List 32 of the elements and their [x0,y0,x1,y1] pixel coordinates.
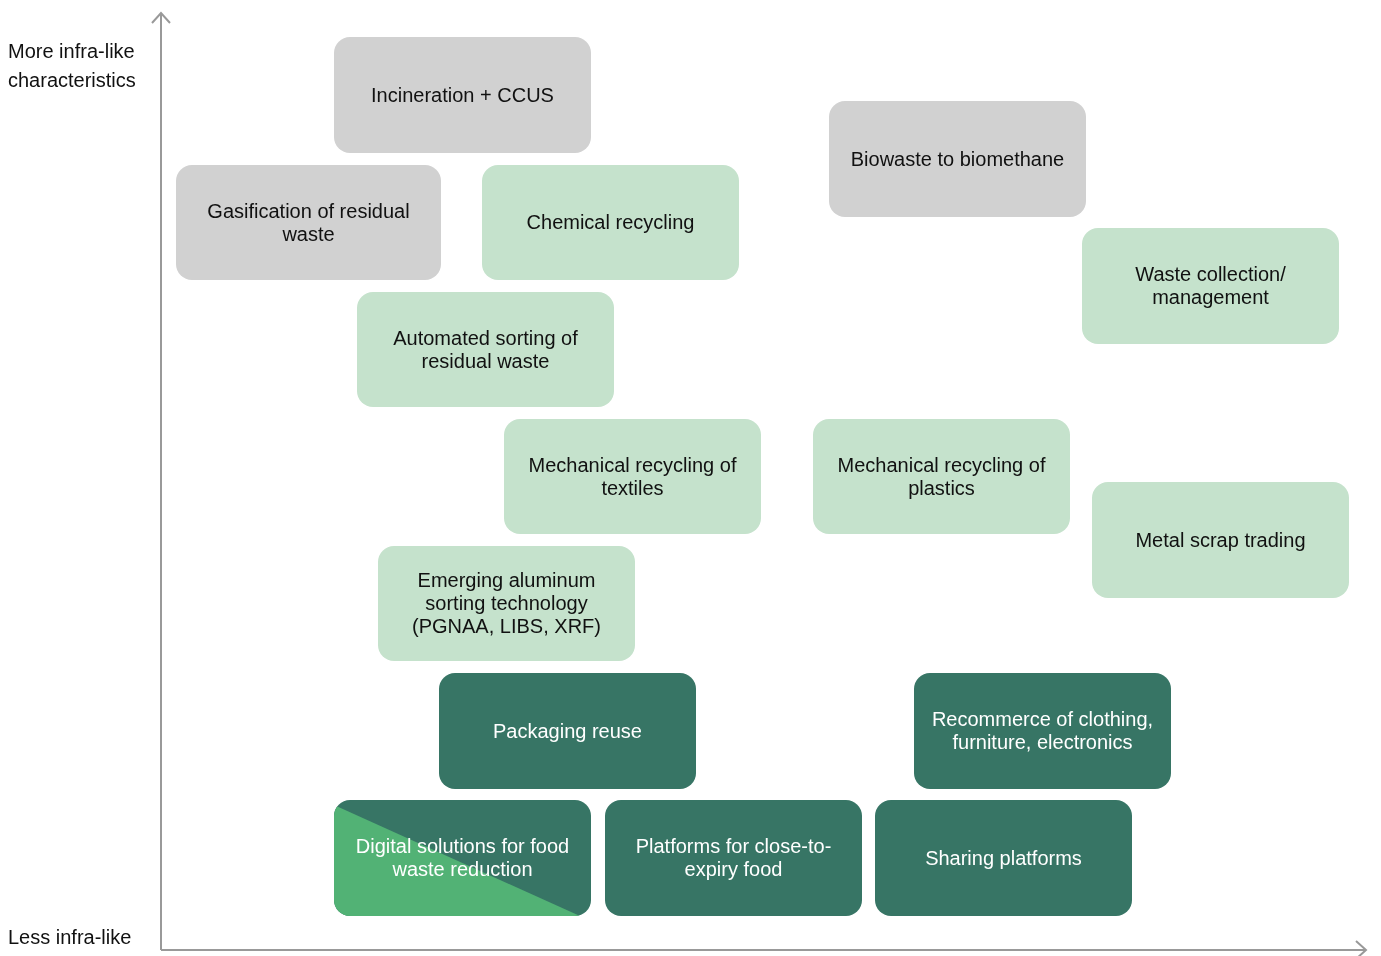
category-label: Mechanical recycling of plastics [836,453,1047,500]
category-box [914,673,1171,789]
category-box [378,546,635,661]
category-label: Waste collection/ management [1134,263,1287,309]
category-label: Gasification of residual waste [206,199,411,246]
category-box [1082,228,1339,344]
category-box [813,419,1070,534]
category-box [482,165,739,280]
category-label: Biowaste to biomethane [850,147,1065,171]
category-box [829,101,1086,217]
category-label: Mechanical recycling of textiles [527,453,738,500]
category-box [605,800,862,916]
category-box [439,673,696,789]
category-label: Emerging aluminum sorting technology (PGNAA, LIBS, XRF) [411,569,602,638]
category-label: Automated sorting of residual waste [392,326,579,373]
category-label: Packaging reuse [493,719,642,743]
category-label: Platforms for close-to-expiry food [634,835,833,881]
category-label: Chemical recycling [526,211,695,234]
category-box [357,292,614,407]
category-label: Metal scrap trading [1135,528,1306,552]
category-box [875,800,1132,916]
category-box [334,37,591,153]
category-label: Digital solutions for food waste reduction [354,835,571,881]
axis-label: Less infra-like [8,925,133,950]
axis-label: More infra-like characteristics [8,39,137,93]
category-box [504,419,761,534]
category-label: Sharing platforms [925,846,1082,870]
category-label: Incineration + CCUS [371,83,554,107]
category-box [176,165,441,280]
category-label: Recommerce of clothing, furniture, electronics [930,708,1155,754]
category-box [1092,482,1349,598]
category-box [334,800,591,916]
